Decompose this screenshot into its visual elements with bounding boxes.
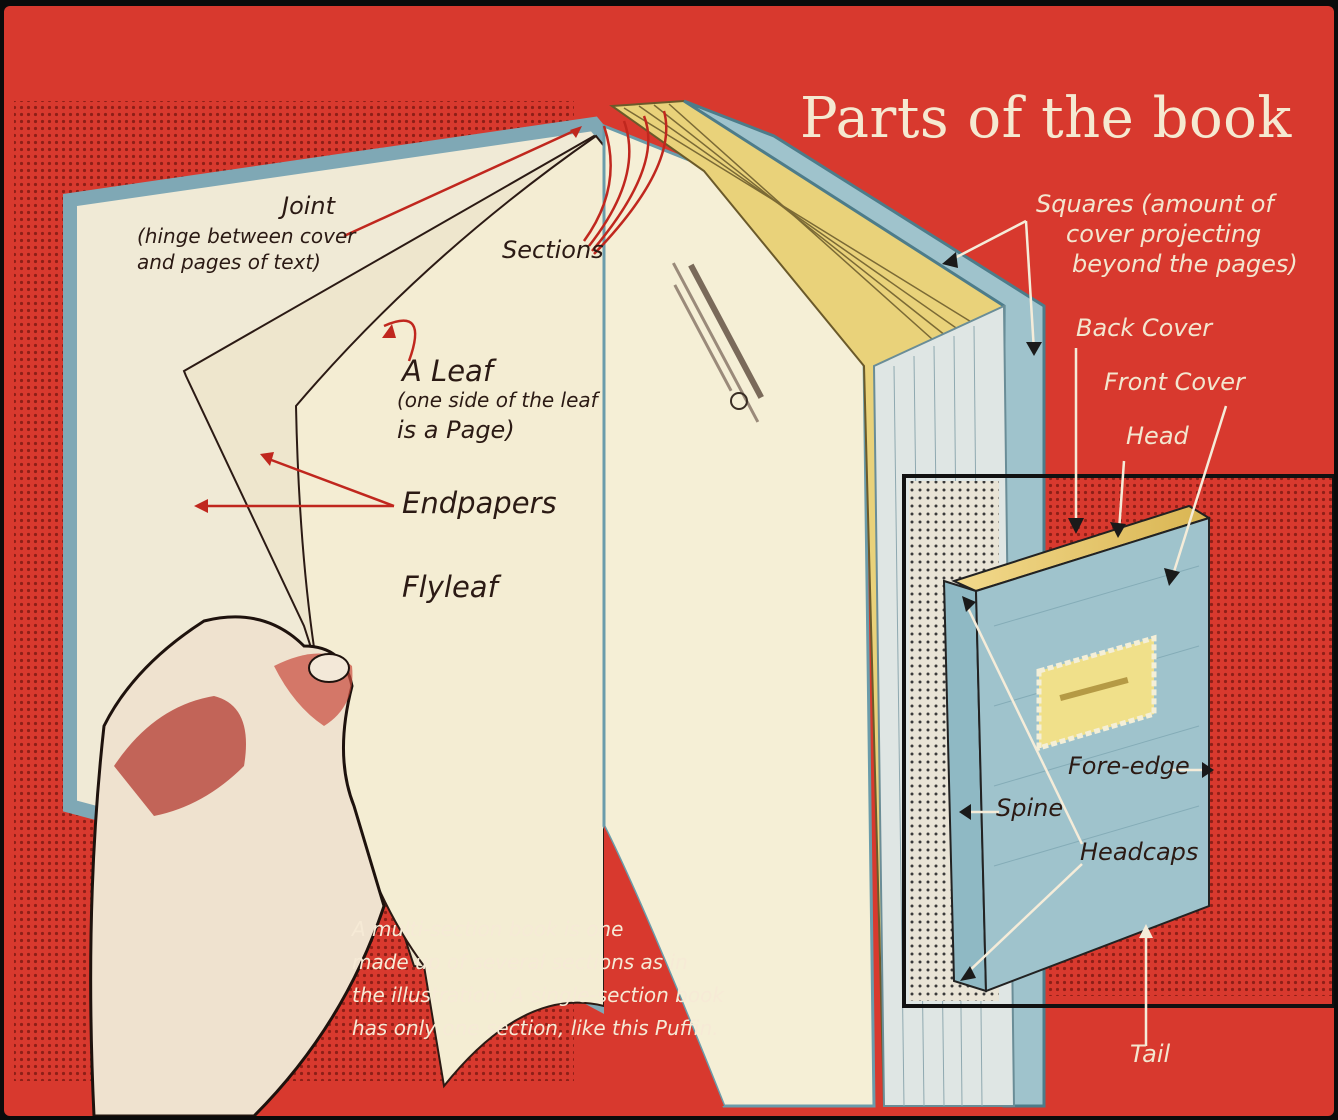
- explanatory-note: A multi-section book is one made up of s…: [352, 913, 772, 1045]
- dark-arrowheads: [942, 252, 1214, 981]
- label-squares-note-2: beyond the pages): [1072, 250, 1298, 278]
- pale-leader-lines: [948, 219, 1228, 1046]
- red-arrowheads: [194, 126, 582, 513]
- cover-label-text: [1059, 677, 1129, 701]
- small-book-frame: [902, 474, 1334, 1008]
- label-squares: Squares (amount of: [1036, 190, 1274, 218]
- cover-hatching: [993, 565, 1200, 867]
- puffin-emblem: [730, 392, 748, 410]
- thumbnail: [308, 653, 350, 683]
- label-joint: Joint: [282, 192, 336, 220]
- diagram-board: Parts of the book Joint (hinge between c…: [4, 6, 1334, 1116]
- page-stack-lines: [623, 103, 995, 382]
- cover-label: [1036, 634, 1157, 752]
- tail-arrowhead: [1139, 924, 1153, 938]
- title-page-print: [672, 262, 764, 423]
- hand-shading: [114, 696, 246, 816]
- label-head: Head: [1126, 422, 1189, 450]
- note-line: A multi-section book is one: [352, 917, 624, 941]
- label-leaf-note-2: is a Page): [397, 416, 515, 444]
- note-line: made up of several sections as in: [352, 950, 688, 974]
- diagram-title: Parts of the book: [800, 86, 1292, 151]
- note-line: the illustration. A single-section book: [352, 983, 724, 1007]
- red-gap: [604, 826, 724, 1106]
- label-fore-edge: Fore-edge: [1068, 752, 1190, 780]
- label-tail: Tail: [1130, 1040, 1171, 1068]
- label-front-cover: Front Cover: [1104, 368, 1245, 396]
- label-spine: Spine: [996, 794, 1064, 822]
- red-leader-lines: [202, 110, 668, 508]
- book-illustration: [14, 99, 1334, 1116]
- note-line: has only one section, like this Puffin.: [352, 1016, 719, 1040]
- label-squares-note-1: cover projecting: [1066, 220, 1262, 248]
- small-book-front-cover: [974, 516, 1210, 993]
- label-leaf: A Leaf: [402, 354, 494, 388]
- label-back-cover: Back Cover: [1076, 314, 1213, 342]
- label-leaf-note-1: (one side of the leaf: [397, 388, 598, 412]
- label-endpapers: Endpapers: [402, 486, 557, 520]
- label-headcaps: Headcaps: [1080, 838, 1199, 866]
- label-sections: Sections: [502, 236, 604, 264]
- label-flyleaf: Flyleaf: [402, 570, 498, 604]
- label-joint-note-2: and pages of text): [137, 250, 321, 274]
- label-joint-note-1: (hinge between cover: [137, 224, 356, 248]
